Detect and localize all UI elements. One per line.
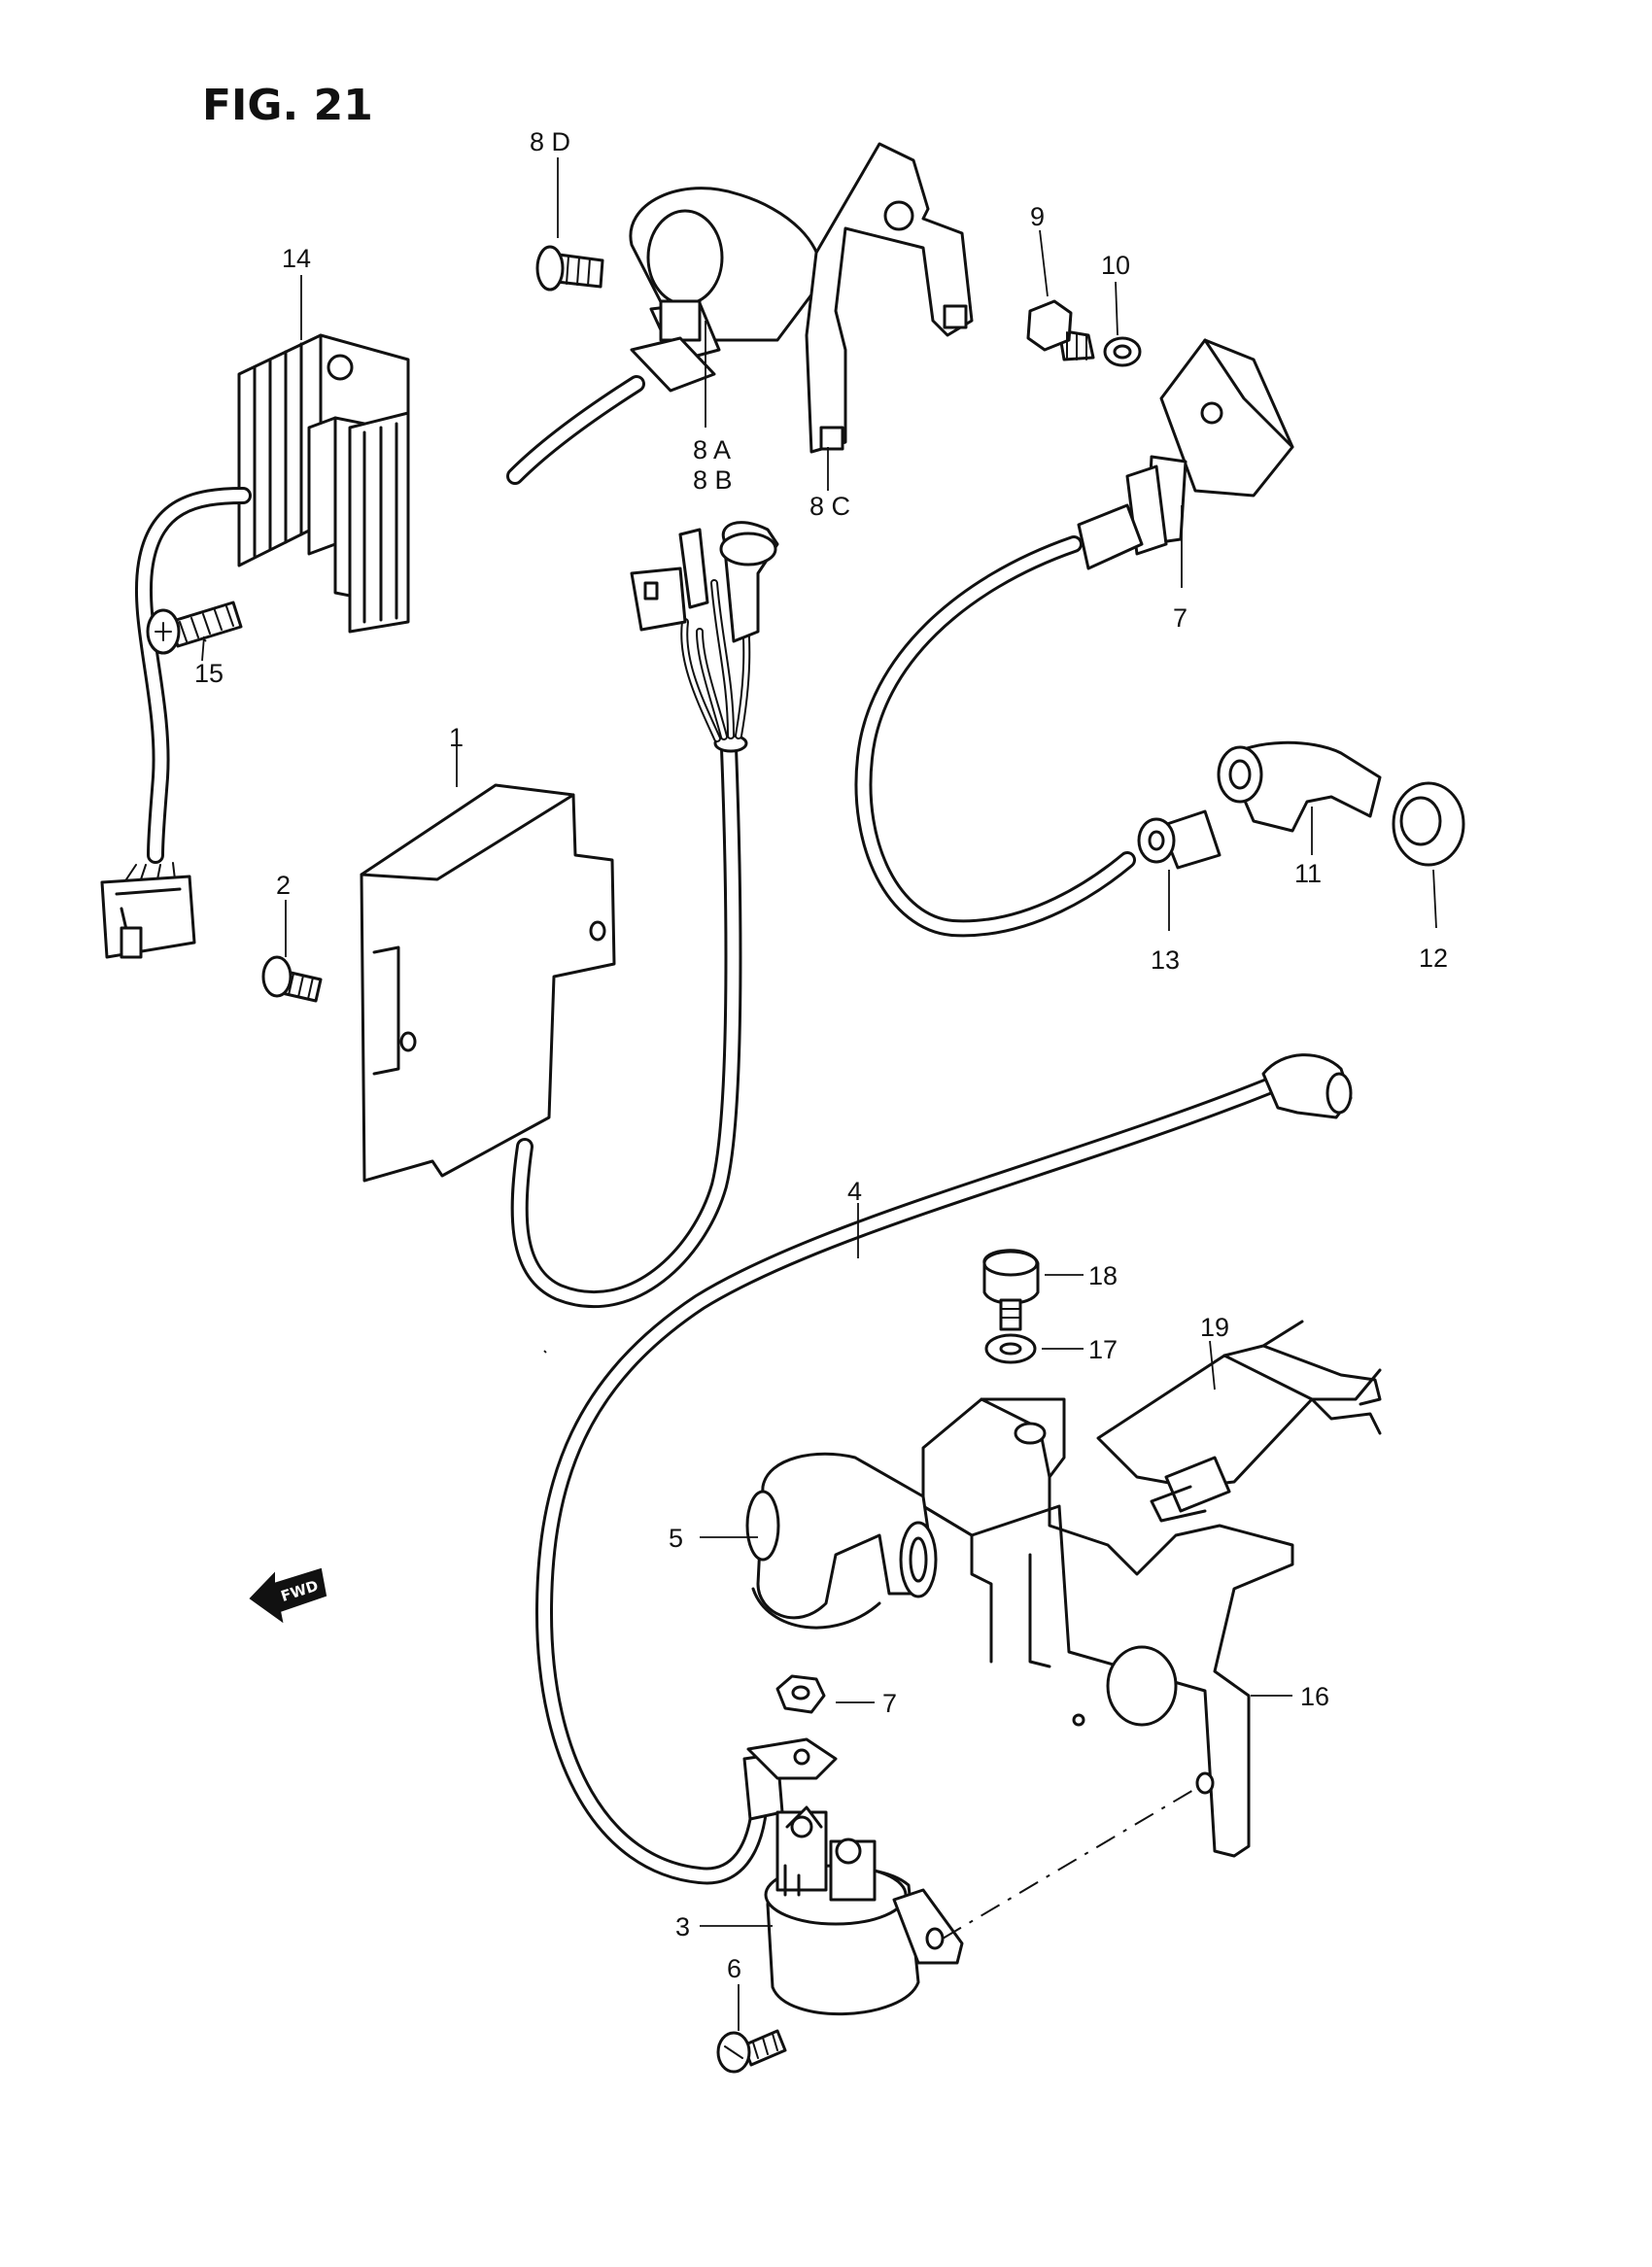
callout-10: 10: [1101, 251, 1130, 280]
callout-8c: 8 C: [809, 492, 850, 521]
callout-19: 19: [1200, 1313, 1229, 1342]
part-3-starter-relay[interactable]: [764, 1805, 964, 2016]
callout-17: 18: [1088, 1261, 1118, 1290]
callout-5: 5: [669, 1524, 683, 1553]
callout-15: 15: [194, 659, 224, 688]
part-9-bolt[interactable]: [1026, 299, 1095, 361]
callout-13: 13: [1151, 945, 1180, 975]
callout-7: 7: [882, 1689, 897, 1718]
part-12-cap[interactable]: [1392, 781, 1465, 867]
callout-8b: 8 B: [693, 465, 733, 495]
part-4-cable[interactable]: [535, 1053, 1353, 1885]
part-8d-screw[interactable]: [535, 245, 604, 292]
figure-title: FIG. 21: [202, 81, 373, 130]
part-1-harness: [510, 521, 779, 1308]
part-1-cdi-unit[interactable]: [360, 783, 616, 1183]
part-2-screw[interactable]: [261, 955, 323, 1003]
callout-6: 6: [727, 1954, 741, 1983]
callout-18: 17: [1088, 1335, 1118, 1364]
part-14-regulator[interactable]: [237, 333, 410, 634]
part-10-washer[interactable]: [1103, 336, 1142, 367]
callout-12: 12: [1419, 944, 1448, 973]
fwd-arrow: FWD: [249, 1567, 327, 1624]
part-15-screw[interactable]: [146, 601, 243, 655]
callout-11: 11: [1294, 859, 1322, 888]
part-6-screw[interactable]: [716, 2029, 787, 2074]
callout-3: 3: [675, 1912, 690, 1941]
part-13-seal[interactable]: [1137, 809, 1222, 870]
part-11-plug-cap[interactable]: [1217, 740, 1382, 833]
callout-8: 7: [1173, 603, 1187, 633]
callout-14: 14: [282, 244, 311, 273]
part-8-coil[interactable]: [1077, 338, 1294, 570]
part-18-washer[interactable]: [984, 1333, 1037, 1364]
callout-2: 2: [276, 871, 291, 900]
part-16-bracket[interactable]: [921, 1397, 1294, 1858]
part-7-nut[interactable]: [775, 1674, 826, 1714]
callout-16: 16: [1300, 1682, 1329, 1711]
part-19-clamp[interactable]: [1096, 1320, 1382, 1523]
leader-lines: [201, 157, 1437, 2031]
part-8c-bracket[interactable]: [805, 142, 974, 454]
callout-8a: 8 A: [693, 435, 731, 464]
part-14-harness: [100, 487, 252, 959]
callout-1: 1: [449, 723, 464, 752]
part-8a-8b-ignition-coil[interactable]: [506, 187, 823, 485]
part-17-bolt[interactable]: [982, 1249, 1040, 1331]
callout-4: 4: [847, 1177, 862, 1206]
callout-8d: 8 D: [530, 127, 570, 156]
part-8-cable: [854, 535, 1136, 938]
part-5-boot[interactable]: [745, 1452, 938, 1630]
callouts: 8 D 14 9 10 8 A 8 B 8 C 7 15 1 11 2 12 1…: [194, 127, 1448, 1983]
callout-9: 9: [1030, 202, 1045, 231]
